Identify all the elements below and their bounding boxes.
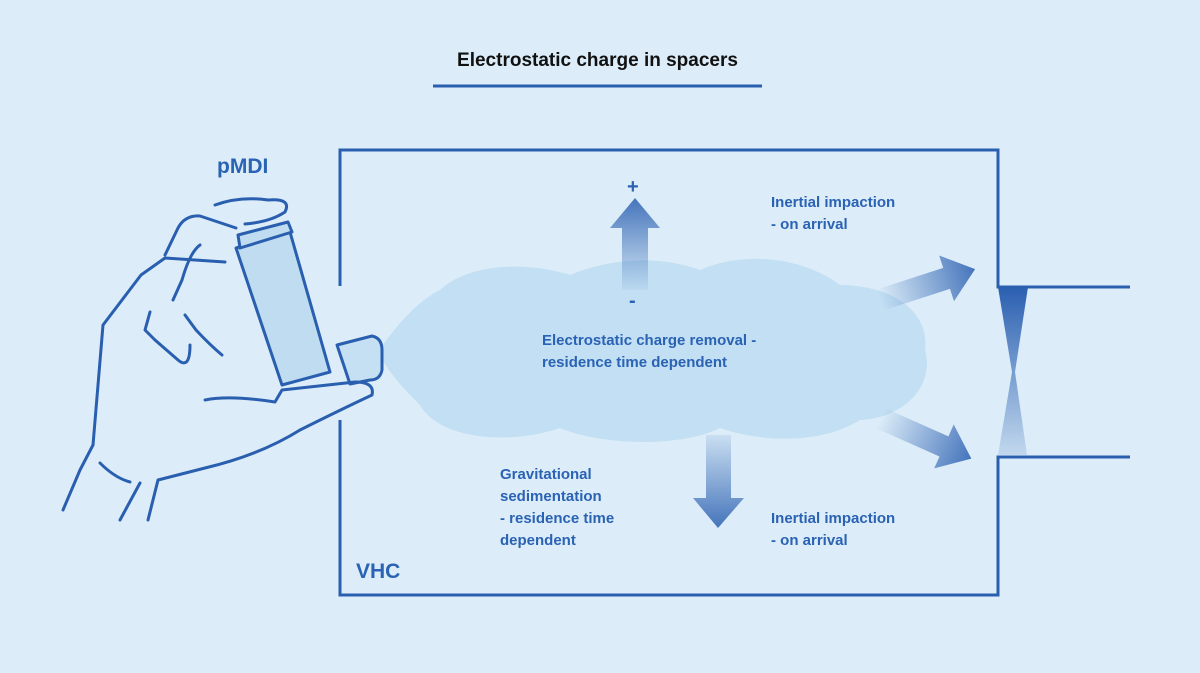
grav-line-4: dependent [500,532,576,549]
inertial-bottom-line-1: Inertial impaction [771,510,896,527]
arrow-down-icon [693,435,744,528]
hand-icon [61,197,374,522]
inertial-bottom-label: Inertial impaction - on arrival [771,508,895,552]
gravitational-label: Gravitational sedimentation - residence … [500,464,614,552]
arrow-up-icon [610,198,660,290]
plus-sign: + [627,176,639,198]
inhaler-icon [234,220,384,387]
vhc-label: VHC [356,560,401,583]
grav-line-1: Gravitational [500,466,592,483]
grav-line-2: sedimentation [500,488,602,505]
grav-line-3: - residence time [500,510,615,527]
valve [998,287,1028,455]
aerosol-cloud [378,258,927,442]
electrostatic-line-2: residence time dependent [542,354,728,371]
electrostatic-line-1: Electrostatic charge removal - [542,332,757,349]
minus-sign: - [629,290,636,312]
page-title: Electrostatic charge in spacers [457,50,738,71]
arrow-upper-right-icon [876,255,976,311]
vhc-chamber [338,148,1130,597]
inertial-top-line-1: Inertial impaction [771,194,896,211]
arrow-lower-right-icon [875,407,972,469]
electrostatic-label: Electrostatic charge removal - residence… [542,330,756,374]
pmdi-label: pMDI [217,155,269,178]
inertial-top-label: Inertial impaction - on arrival [771,192,895,236]
inertial-top-line-2: - on arrival [771,216,848,233]
inertial-bottom-line-2: - on arrival [771,532,848,549]
